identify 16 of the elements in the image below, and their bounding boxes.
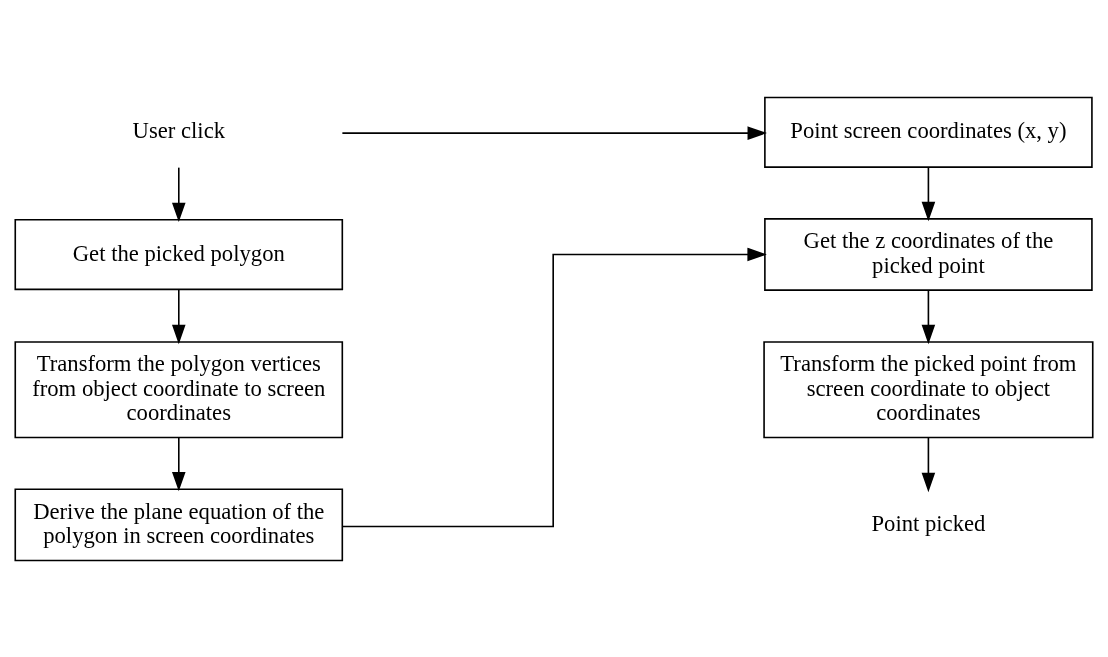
node-text: User click xyxy=(132,117,226,143)
node-box: Transform the picked point from screen coordinate to object coordinates xyxy=(763,340,1094,438)
node-box: Get the z coordinates of the picked point xyxy=(764,217,1093,291)
arrow xyxy=(341,125,767,140)
arrow xyxy=(171,436,186,491)
arrow xyxy=(921,436,936,492)
arrow xyxy=(921,166,936,221)
node-box: Transform the polygon vertices from object coordinate to screen coordinates xyxy=(14,340,344,438)
arrow xyxy=(171,166,186,222)
node-text: Point picked xyxy=(871,510,986,536)
node-box: Get the picked polygon xyxy=(14,218,344,290)
node-box: Derive the plane equation of the polygon in screen coordinates xyxy=(14,488,344,561)
arrow xyxy=(921,289,936,344)
node-box: Point screen coordinates (x, y) xyxy=(764,96,1093,168)
arrow xyxy=(171,288,186,344)
arrow xyxy=(341,247,767,527)
